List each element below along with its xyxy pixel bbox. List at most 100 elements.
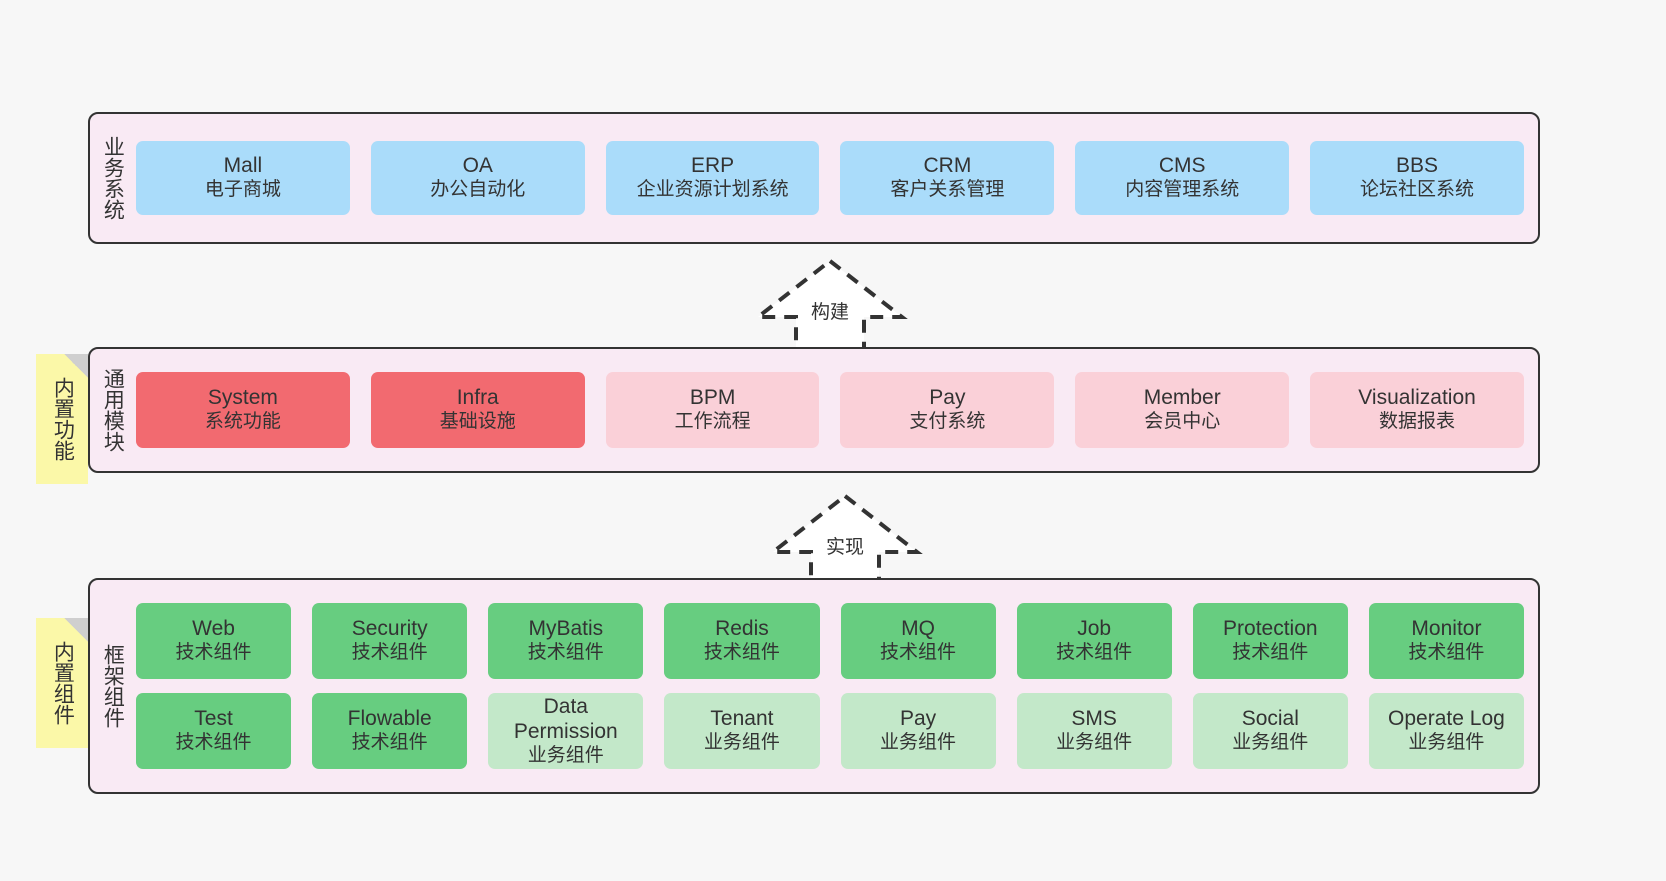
layer-framework-component-label: 框架组件 (101, 644, 125, 728)
card-pay-module-subtitle: 支付系统 (909, 411, 986, 433)
note-builtin-function: 内置功能 (36, 354, 88, 484)
card-visualization-title: Visualization (1358, 386, 1476, 410)
common-module-row: System 系统功能 Infra 基础设施 BPM 工作流程 Pay 支付系统… (136, 372, 1524, 448)
card-system-title: System (207, 386, 278, 410)
card-redis[interactable]: Redis 技术组件 (664, 603, 820, 679)
card-pay-component-title: Pay (899, 707, 937, 731)
card-cms[interactable]: CMS 内容管理系统 (1075, 141, 1290, 215)
card-oa-subtitle: 办公自动化 (430, 179, 526, 201)
card-crm[interactable]: CRM 客户关系管理 (840, 141, 1055, 215)
card-monitor[interactable]: Monitor 技术组件 (1368, 603, 1524, 679)
layer-common-module-label: 通用模块 (101, 368, 125, 452)
layer-common-module[interactable]: 通用模块 System 系统功能 Infra 基础设施 BPM 工作流程 Pay (88, 347, 1540, 473)
card-pay-component-subtitle: 业务组件 (880, 732, 957, 754)
card-crm-subtitle: 客户关系管理 (890, 179, 1005, 201)
card-job-title: Job (1077, 617, 1112, 641)
card-security[interactable]: Security 技术组件 (312, 603, 468, 679)
card-bpm-title: BPM (689, 386, 736, 410)
card-mq-title: MQ (901, 617, 935, 641)
card-cms-title: CMS (1158, 154, 1206, 178)
layer-business-system[interactable]: 业务系统 Mall 电子商城 OA 办公自动化 ERP 企业资源计划系统 CRM (88, 112, 1540, 244)
card-member-title: Member (1143, 386, 1221, 410)
card-security-title: Security (351, 617, 428, 641)
card-pay-module[interactable]: Pay 支付系统 (840, 372, 1055, 448)
framework-tech-row: Web 技术组件 Security 技术组件 MyBatis 技术组件 Redi… (136, 603, 1524, 679)
card-redis-subtitle: 技术组件 (703, 642, 780, 664)
card-sms-title: SMS (1071, 707, 1117, 731)
connector-build-label: 构建 (810, 302, 849, 323)
card-web-title: Web (192, 617, 235, 641)
layer-business-system-body: Mall 电子商城 OA 办公自动化 ERP 企业资源计划系统 CRM 客户关系… (134, 114, 1538, 242)
card-social[interactable]: Social 业务组件 (1192, 693, 1348, 769)
card-security-subtitle: 技术组件 (351, 642, 428, 664)
card-erp-subtitle: 企业资源计划系统 (636, 179, 789, 201)
card-mybatis[interactable]: MyBatis 技术组件 (488, 603, 644, 679)
card-monitor-subtitle: 技术组件 (1408, 642, 1485, 664)
card-web-subtitle: 技术组件 (175, 642, 252, 664)
card-operate-log-title: Operate Log (1388, 707, 1505, 731)
card-tenant-title: Tenant (710, 707, 774, 731)
card-infra-title: Infra (456, 386, 499, 410)
card-tenant-subtitle: 业务组件 (703, 732, 780, 754)
card-member[interactable]: Member 会员中心 (1075, 372, 1290, 448)
framework-business-row: Test 技术组件 Flowable 技术组件 Data Permission … (136, 693, 1524, 769)
note-builtin-function-label: 内置功能 (51, 377, 75, 461)
card-bbs-title: BBS (1396, 154, 1439, 178)
card-mq-subtitle: 技术组件 (880, 642, 957, 664)
card-sms-subtitle: 业务组件 (1056, 732, 1133, 754)
card-redis-title: Redis (715, 617, 769, 641)
layer-framework-component-body: Web 技术组件 Security 技术组件 MyBatis 技术组件 Redi… (134, 580, 1538, 792)
card-social-title: Social (1241, 707, 1299, 731)
card-operate-log[interactable]: Operate Log 业务组件 (1368, 693, 1524, 769)
card-member-subtitle: 会员中心 (1144, 411, 1221, 433)
card-bbs-subtitle: 论坛社区系统 (1360, 179, 1475, 201)
card-web[interactable]: Web 技术组件 (136, 603, 292, 679)
card-protection-title: Protection (1223, 617, 1318, 641)
card-pay-module-title: Pay (929, 386, 966, 410)
card-job[interactable]: Job 技术组件 (1016, 603, 1172, 679)
card-flowable-subtitle: 技术组件 (351, 732, 428, 754)
card-tenant[interactable]: Tenant 业务组件 (664, 693, 820, 769)
card-mq[interactable]: MQ 技术组件 (840, 603, 996, 679)
card-flowable-title: Flowable (347, 707, 432, 731)
card-mall-subtitle: 电子商城 (204, 179, 281, 201)
card-mall[interactable]: Mall 电子商城 (136, 141, 350, 215)
card-cms-subtitle: 内容管理系统 (1125, 179, 1240, 201)
card-bbs[interactable]: BBS 论坛社区系统 (1310, 141, 1524, 215)
card-erp[interactable]: ERP 企业资源计划系统 (605, 141, 820, 215)
layer-common-module-body: System 系统功能 Infra 基础设施 BPM 工作流程 Pay 支付系统… (134, 349, 1538, 471)
card-data-permission[interactable]: Data Permission 业务组件 (488, 693, 644, 769)
card-bpm[interactable]: BPM 工作流程 (605, 372, 820, 448)
card-system-subtitle: 系统功能 (204, 411, 281, 433)
card-infra-subtitle: 基础设施 (439, 411, 516, 433)
note-builtin-component-label: 内置组件 (51, 641, 75, 725)
card-oa[interactable]: OA 办公自动化 (370, 141, 585, 215)
layer-business-system-label: 业务系统 (101, 136, 125, 220)
layer-framework-component[interactable]: 框架组件 Web 技术组件 Security 技术组件 MyBatis 技术组件… (88, 578, 1540, 794)
card-sms[interactable]: SMS 业务组件 (1016, 693, 1172, 769)
card-test-title: Test (194, 707, 233, 731)
card-system[interactable]: System 系统功能 (136, 372, 350, 448)
card-data-permission-subtitle: 业务组件 (527, 744, 604, 766)
card-flowable[interactable]: Flowable 技术组件 (312, 693, 468, 769)
card-protection[interactable]: Protection 技术组件 (1192, 603, 1348, 679)
card-mall-title: Mall (223, 154, 263, 178)
card-erp-title: ERP (690, 154, 735, 178)
card-visualization-subtitle: 数据报表 (1379, 411, 1456, 433)
card-operate-log-subtitle: 业务组件 (1408, 732, 1485, 754)
card-mybatis-title: MyBatis (528, 617, 604, 641)
card-test-subtitle: 技术组件 (175, 732, 252, 754)
card-visualization[interactable]: Visualization 数据报表 (1310, 372, 1524, 448)
card-pay-component[interactable]: Pay 业务组件 (840, 693, 996, 769)
card-monitor-title: Monitor (1411, 617, 1482, 641)
note-fold-corner-icon (64, 354, 88, 378)
card-social-subtitle: 业务组件 (1232, 732, 1309, 754)
card-bpm-subtitle: 工作流程 (674, 411, 751, 433)
connector-build-arrow: 构建 (750, 255, 910, 355)
card-infra[interactable]: Infra 基础设施 (370, 372, 585, 448)
card-test[interactable]: Test 技术组件 (136, 693, 292, 769)
card-mybatis-subtitle: 技术组件 (527, 642, 604, 664)
card-protection-subtitle: 技术组件 (1232, 642, 1309, 664)
business-system-row: Mall 电子商城 OA 办公自动化 ERP 企业资源计划系统 CRM 客户关系… (136, 141, 1524, 215)
